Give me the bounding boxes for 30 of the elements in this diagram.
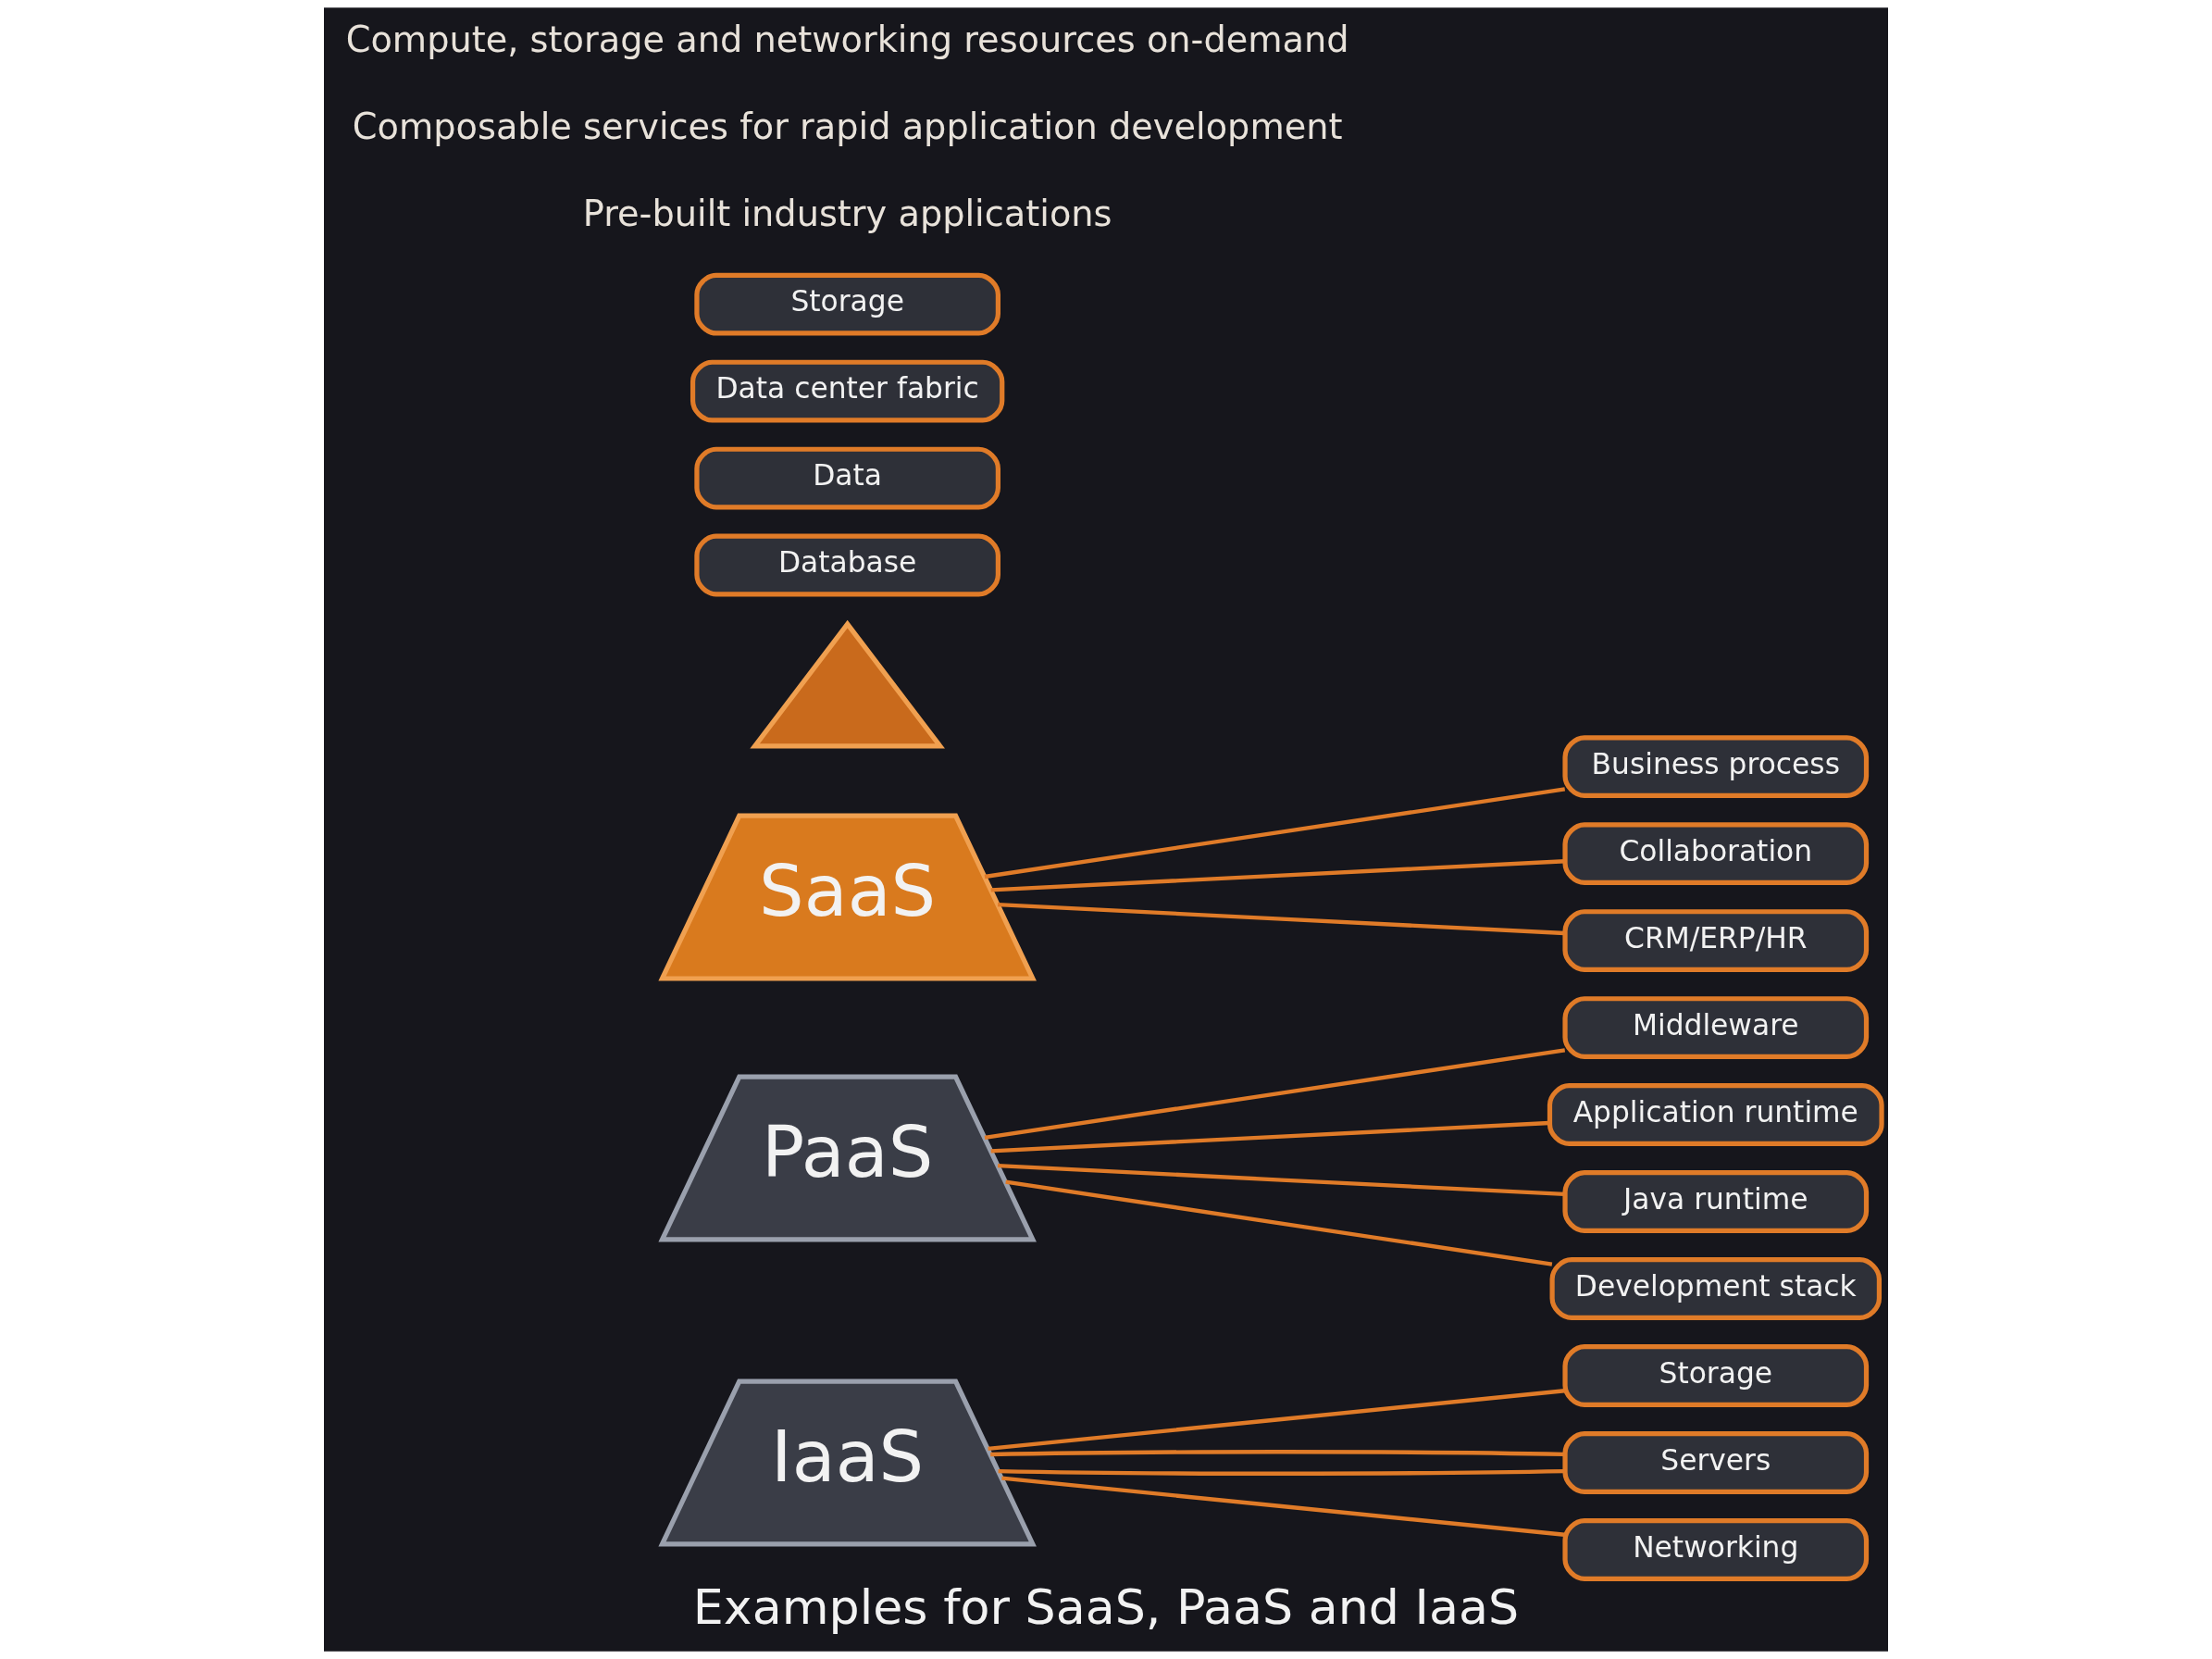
caption: Examples for SaaS, PaaS and IaaS: [692, 1579, 1520, 1636]
node-box: Storage: [1562, 1344, 1870, 1407]
connector: [997, 1163, 1565, 1197]
node-triangle: [750, 619, 945, 749]
node-box: Storage: [694, 272, 1000, 336]
connector: [997, 903, 1565, 936]
connector: [984, 787, 1566, 879]
node-box: Database: [694, 533, 1000, 597]
node-box: Java runtime: [1562, 1170, 1870, 1233]
label: Pre-built industry applications: [582, 193, 1112, 235]
node-box: Data: [694, 446, 1000, 510]
node-box: Business process: [1562, 735, 1870, 799]
connector: [998, 1468, 1565, 1476]
node-box: Middleware: [1562, 996, 1870, 1059]
connector: [988, 1389, 1565, 1452]
node-box: Networking: [1562, 1518, 1870, 1581]
connector: [990, 1120, 1549, 1154]
node-box: Collaboration: [1562, 822, 1870, 886]
connector: [1001, 1476, 1565, 1537]
node-box: Application runtime: [1547, 1083, 1884, 1146]
node-box: Development stack: [1549, 1257, 1883, 1320]
node-box: Data center fabric: [690, 359, 1005, 423]
connector: [984, 1048, 1566, 1141]
connector: [1005, 1179, 1553, 1266]
connector: [990, 859, 1565, 892]
label: Compute, storage and networking resources on-demand: [345, 19, 1349, 61]
node-box: CRM/ERP/HR: [1562, 909, 1870, 973]
connector: [990, 1450, 1565, 1457]
label: Composable services for rapid application development: [352, 106, 1343, 148]
node-box: Servers: [1562, 1431, 1870, 1494]
